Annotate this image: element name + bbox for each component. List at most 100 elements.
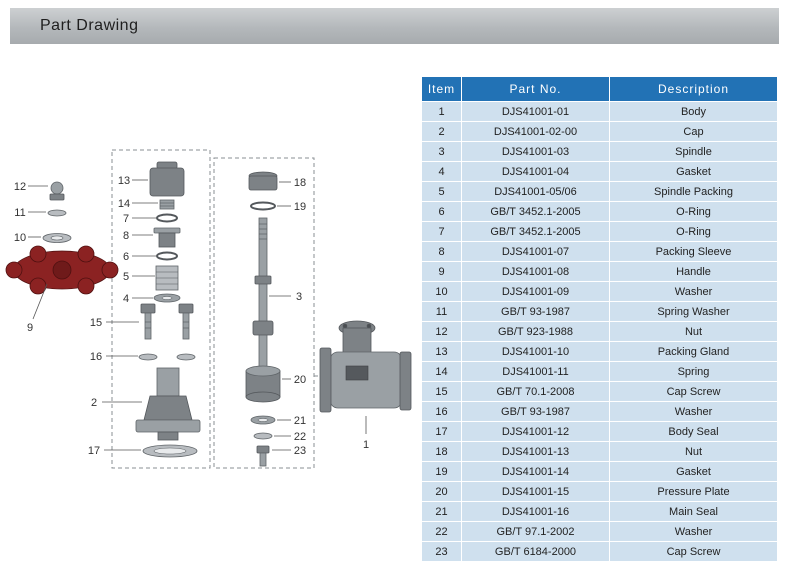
- callout-20: 20: [294, 374, 306, 386]
- part-no-cell: DJS41001-16: [461, 501, 610, 522]
- washer-pair-part: [138, 353, 196, 361]
- part-no-cell: GB/T 93-1987: [461, 301, 610, 322]
- callout-6: 6: [123, 251, 129, 263]
- main-seal-part: [250, 415, 276, 425]
- part-no-cell: DJS41001-14: [461, 461, 610, 482]
- item-cell: 23: [421, 541, 462, 562]
- item-cell: 13: [421, 341, 462, 362]
- callout-21: 21: [294, 415, 306, 427]
- description-cell: Spindle: [609, 141, 778, 162]
- part-no-cell: DJS41001-07: [461, 241, 610, 262]
- description-cell: Washer: [609, 401, 778, 422]
- part-no-cell: DJS41001-01: [461, 101, 610, 122]
- description-cell: Cap Screw: [609, 381, 778, 402]
- item-cell: 11: [421, 301, 462, 322]
- callout-10: 10: [14, 232, 26, 244]
- description-cell: O-Ring: [609, 221, 778, 242]
- part-no-cell: GB/T 6184-2000: [461, 541, 610, 562]
- item-cell: 4: [421, 161, 462, 182]
- part-no-cell: GB/T 3452.1-2005: [461, 201, 610, 222]
- page-title: Part Drawing: [40, 17, 139, 34]
- callout-12: 12: [14, 181, 26, 193]
- description-cell: Cap: [609, 121, 778, 142]
- callout-7: 7: [123, 213, 129, 225]
- description-cell: Handle: [609, 261, 778, 282]
- item-cell: 6: [421, 201, 462, 222]
- cap-screw-part: [256, 445, 270, 467]
- part-no-cell: GB/T 3452.1-2005: [461, 221, 610, 242]
- assembly-boundary-dashes: [111, 149, 321, 469]
- item-cell: 8: [421, 241, 462, 262]
- callout-2: 2: [91, 397, 97, 409]
- description-cell: Gasket: [609, 461, 778, 482]
- callout-15: 15: [90, 317, 102, 329]
- part-no-cell: GB/T 70.1-2008: [461, 381, 610, 402]
- description-cell: Main Seal: [609, 501, 778, 522]
- item-cell: 3: [421, 141, 462, 162]
- part-no-cell: DJS41001-08: [461, 261, 610, 282]
- item-cell: 14: [421, 361, 462, 382]
- callout-17: 17: [88, 445, 100, 457]
- parts-table-header: Item Part No. Description: [421, 76, 778, 102]
- item-cell: 1: [421, 101, 462, 122]
- o-ring-upper-part: [156, 213, 178, 223]
- description-cell: Nut: [609, 321, 778, 342]
- part-drawing: 12 11 10 9 13 14 7 8 6 5 4 15 16 2 17 18…: [0, 76, 420, 578]
- packing-gland-part: [149, 161, 185, 197]
- callout-8: 8: [123, 230, 129, 242]
- spring-washer-part: [47, 209, 67, 217]
- callout-23: 23: [294, 445, 306, 457]
- callout-leaders: [28, 179, 367, 451]
- handwheel-part: [5, 245, 119, 295]
- part-no-cell: GB/T 97.1-2002: [461, 521, 610, 542]
- spring-part: [159, 199, 175, 210]
- description-cell: Body: [609, 101, 778, 122]
- description-cell: Nut: [609, 441, 778, 462]
- callout-5: 5: [123, 271, 129, 283]
- exploded-view-svg: 12 11 10 9 13 14 7 8 6 5 4 15 16 2 17 18…: [5, 149, 412, 469]
- item-cell: 18: [421, 441, 462, 462]
- description-cell: Cap Screw: [609, 541, 778, 562]
- description-cell: Gasket: [609, 161, 778, 182]
- item-cell: 17: [421, 421, 462, 442]
- description-cell: Pressure Plate: [609, 481, 778, 502]
- item-cell: 19: [421, 461, 462, 482]
- callout-9: 9: [27, 322, 33, 334]
- description-cell: Washer: [609, 281, 778, 302]
- callout-4: 4: [123, 293, 129, 305]
- spindle-part: [252, 217, 274, 369]
- nut-part: [49, 181, 65, 201]
- item-cell: 15: [421, 381, 462, 402]
- item-cell: 5: [421, 181, 462, 202]
- callout-3: 3: [296, 291, 302, 303]
- callout-22: 22: [294, 431, 306, 443]
- nut-top-part: [248, 171, 278, 191]
- description-cell: Spring Washer: [609, 301, 778, 322]
- body-seal-part: [142, 444, 198, 458]
- description-cell: Body Seal: [609, 421, 778, 442]
- cap-part: [135, 367, 201, 441]
- item-cell: 21: [421, 501, 462, 522]
- pressure-plate-part: [245, 365, 281, 403]
- spindle-packing-part: [155, 265, 179, 291]
- callout-labels: 12 11 10 9 13 14 7 8 6 5 4 15 16 2 17 18…: [14, 175, 369, 457]
- callout-11: 11: [14, 207, 25, 219]
